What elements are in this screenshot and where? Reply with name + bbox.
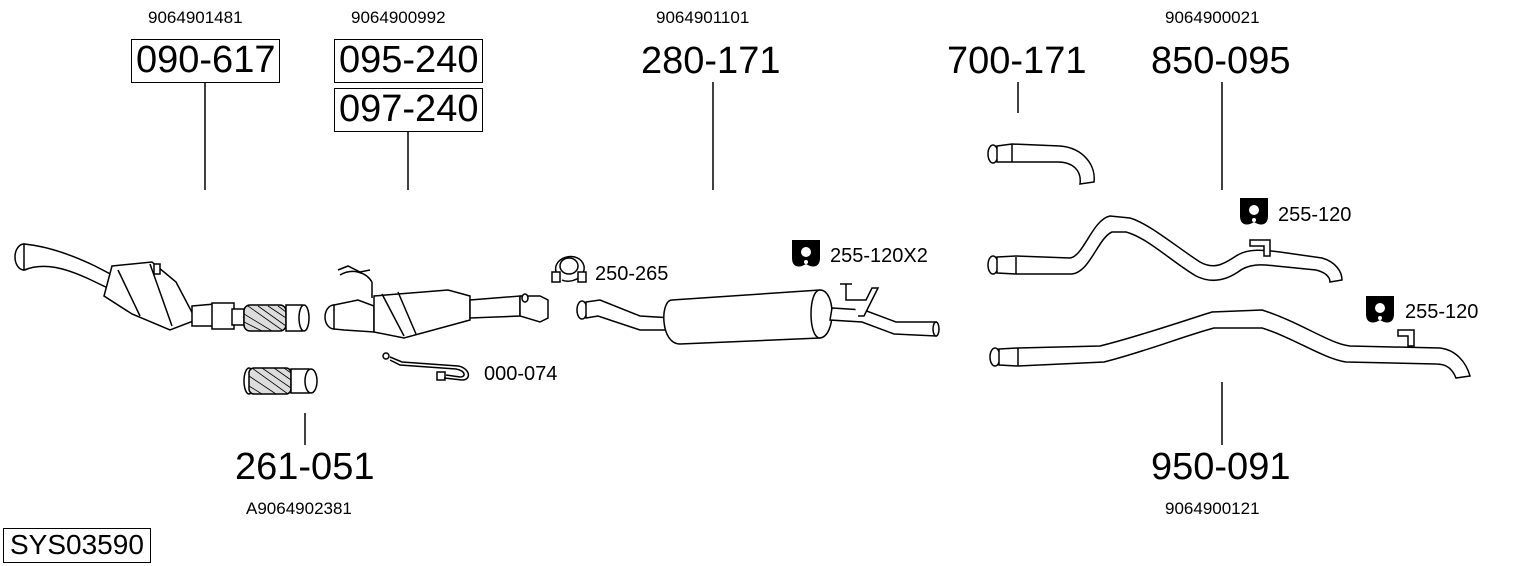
part-code-850-095: 850-095 xyxy=(1151,40,1291,82)
oem-number-095-240: 9064900992 xyxy=(351,8,446,27)
part-code-280-171: 280-171 xyxy=(641,40,781,82)
part-code-700-171: 700-171 xyxy=(947,40,1087,82)
accessory-code-hanger-b: 255-120 xyxy=(1405,301,1479,323)
part-code-090-617: 090-617 xyxy=(131,39,281,83)
accessory-code-sensor: 000-074 xyxy=(484,363,558,385)
part-code-950-091: 950-091 xyxy=(1151,446,1291,488)
tail-pipe-drawing xyxy=(987,143,1095,185)
flexible-pipe-drawing xyxy=(243,367,318,395)
oem-number-261-051: A9064902381 xyxy=(246,499,352,518)
part-code-261-051: 261-051 xyxy=(235,446,375,488)
accessory-code-hanger-a: 255-120 xyxy=(1278,204,1352,226)
oem-number-950-091: 9064900121 xyxy=(1165,499,1260,518)
system-id-badge: SYS03590 xyxy=(3,528,151,563)
particulate-filter-drawing xyxy=(324,265,549,339)
part-code-095-240: 095-240 xyxy=(334,39,484,83)
oem-number-280-171: 9064901101 xyxy=(656,8,750,27)
middle-pipe-drawing xyxy=(987,215,1343,283)
accessory-code-clamp: 250-265 xyxy=(595,263,669,285)
sensor-line-drawing xyxy=(382,352,470,381)
catalytic-converter-drawing xyxy=(14,243,310,332)
long-pipe-drawing xyxy=(989,309,1471,379)
clamp-icon xyxy=(551,255,587,283)
rear-muffler-drawing xyxy=(576,283,940,345)
oem-number-850-095: 9064900021 xyxy=(1165,8,1260,27)
rubber-hanger-icon xyxy=(1240,198,1268,225)
rubber-hanger-icon xyxy=(1366,296,1394,323)
accessory-code-hanger-x2: 255-120X2 xyxy=(830,245,928,267)
rubber-hanger-icon xyxy=(792,240,820,267)
oem-number-090-617: 9064901481 xyxy=(148,8,243,27)
part-code-097-240: 097-240 xyxy=(334,88,484,132)
